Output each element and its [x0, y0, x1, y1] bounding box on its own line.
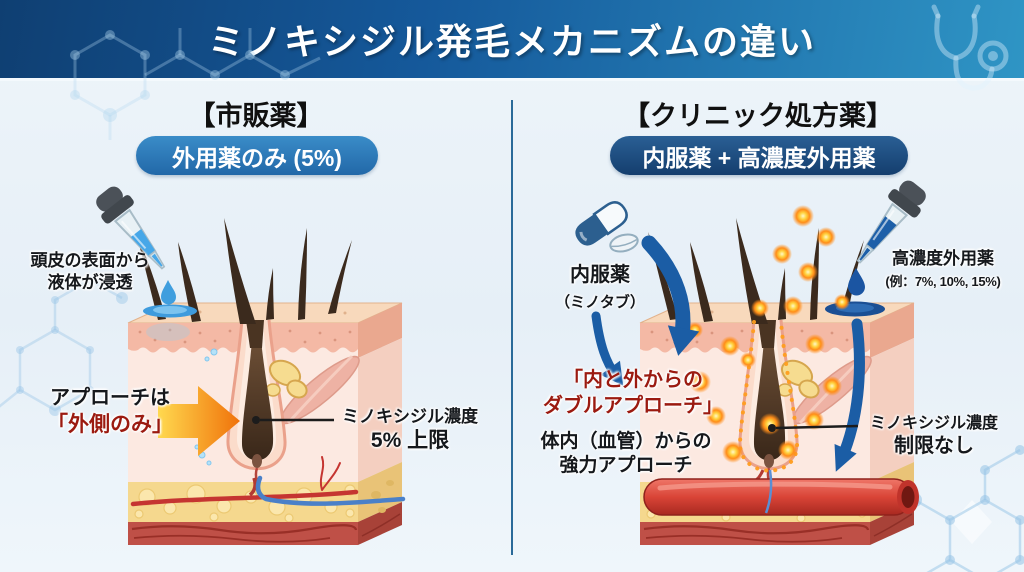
- topical-drug-label: 高濃度外用薬 (例：7%, 10%, 15%): [885, 249, 1001, 289]
- orange-arrow-icon: [158, 386, 240, 456]
- left-badge: 外用薬のみ (5%): [136, 136, 378, 175]
- body-approach-label: 体内（血管）からの 強力アプローチ: [540, 431, 712, 477]
- skin-diagram-right: [638, 205, 919, 547]
- tablet-icon: [609, 233, 639, 253]
- left-panel-heading: 【市販薬】: [188, 101, 324, 131]
- panel-divider: [511, 100, 513, 555]
- blue-arrow-topical: [834, 318, 865, 472]
- concentration-callout-left: ミノキシジル濃度 5% 上限: [342, 407, 478, 452]
- liquid-bubbles: [194, 348, 218, 466]
- skin-diagram-left: [126, 216, 406, 547]
- stethoscope-icon: [931, 4, 1009, 91]
- right-badge: 内服薬 + 高濃度外用薬: [610, 136, 908, 175]
- blood-vessel-tube: [643, 478, 919, 516]
- right-panel-heading: 【クリニック処方薬】: [623, 101, 893, 131]
- concentration-callout-right: ミノキシジル濃度 制限なし: [869, 415, 998, 458]
- dropper-icon-right: [856, 180, 926, 264]
- capsule-icon: [575, 201, 628, 246]
- oral-drug-label: 内服薬 （ミノタブ）: [555, 264, 645, 311]
- callout-line-left: [252, 416, 334, 424]
- double-approach-label: 「内と外からの ダブルアプローチ」: [543, 369, 723, 417]
- droplet-icon-left: [161, 280, 176, 305]
- droplet-icon-right: [848, 268, 865, 296]
- dropper-icon-left: [96, 186, 166, 270]
- molecule-decoration-left: [0, 276, 128, 416]
- callout-line-right: [768, 424, 859, 432]
- molecule-decoration-header: [70, 28, 321, 140]
- header-banner: ミノキシジル発毛メカニズムの違い: [0, 0, 1024, 81]
- blue-arrow-down-large: [641, 235, 700, 356]
- page-title: ミノキシジル発毛メカニズムの違い: [207, 21, 816, 62]
- glow-dots: [687, 205, 850, 463]
- approach-label: アプローチは 「外側のみ」: [47, 387, 173, 436]
- blue-arrow-down-small: [591, 311, 624, 386]
- blood-vessels-left: [130, 456, 406, 507]
- dropper-note: 頭皮の表面から 液体が浸透: [30, 251, 150, 292]
